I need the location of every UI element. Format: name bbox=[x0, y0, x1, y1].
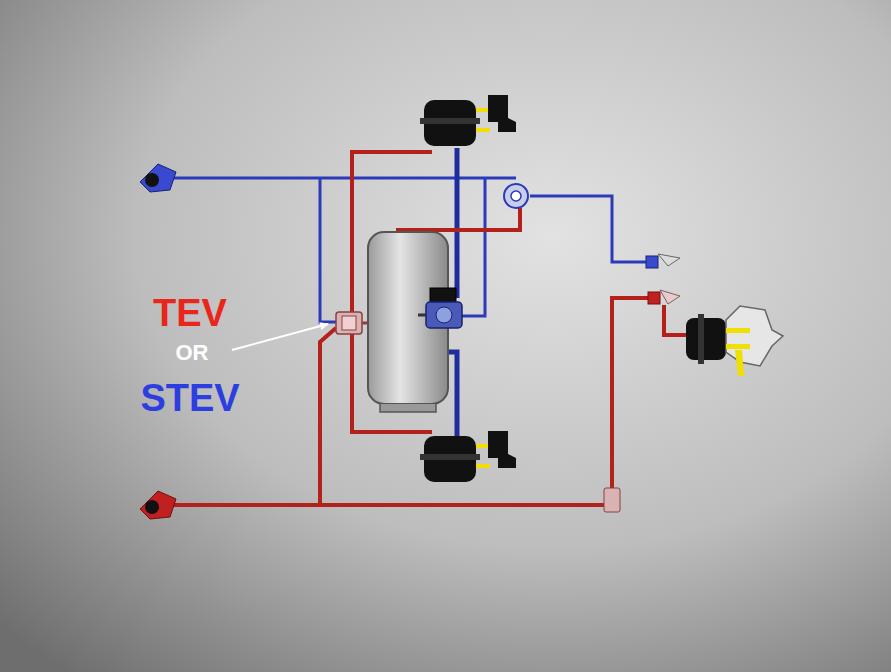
service-gladhand bbox=[140, 164, 176, 192]
valve-name: STEV bbox=[140, 379, 239, 417]
tank-foot bbox=[380, 404, 436, 412]
blue-connector bbox=[646, 254, 680, 268]
leader-arrow bbox=[232, 324, 328, 350]
valve-name: TEV bbox=[153, 294, 227, 332]
supply-lines bbox=[165, 152, 686, 505]
connector-word: OR bbox=[176, 342, 209, 364]
brake-chamber-top bbox=[420, 95, 516, 146]
relay-valve bbox=[418, 288, 462, 328]
control-valve bbox=[504, 184, 528, 208]
brake-chamber-bottom bbox=[420, 431, 516, 482]
spring-brake-chamber bbox=[686, 306, 783, 376]
inline-valve bbox=[604, 488, 620, 512]
emergency-valve bbox=[336, 312, 368, 334]
red-connector bbox=[648, 290, 680, 304]
emergency-gladhand bbox=[140, 491, 176, 519]
